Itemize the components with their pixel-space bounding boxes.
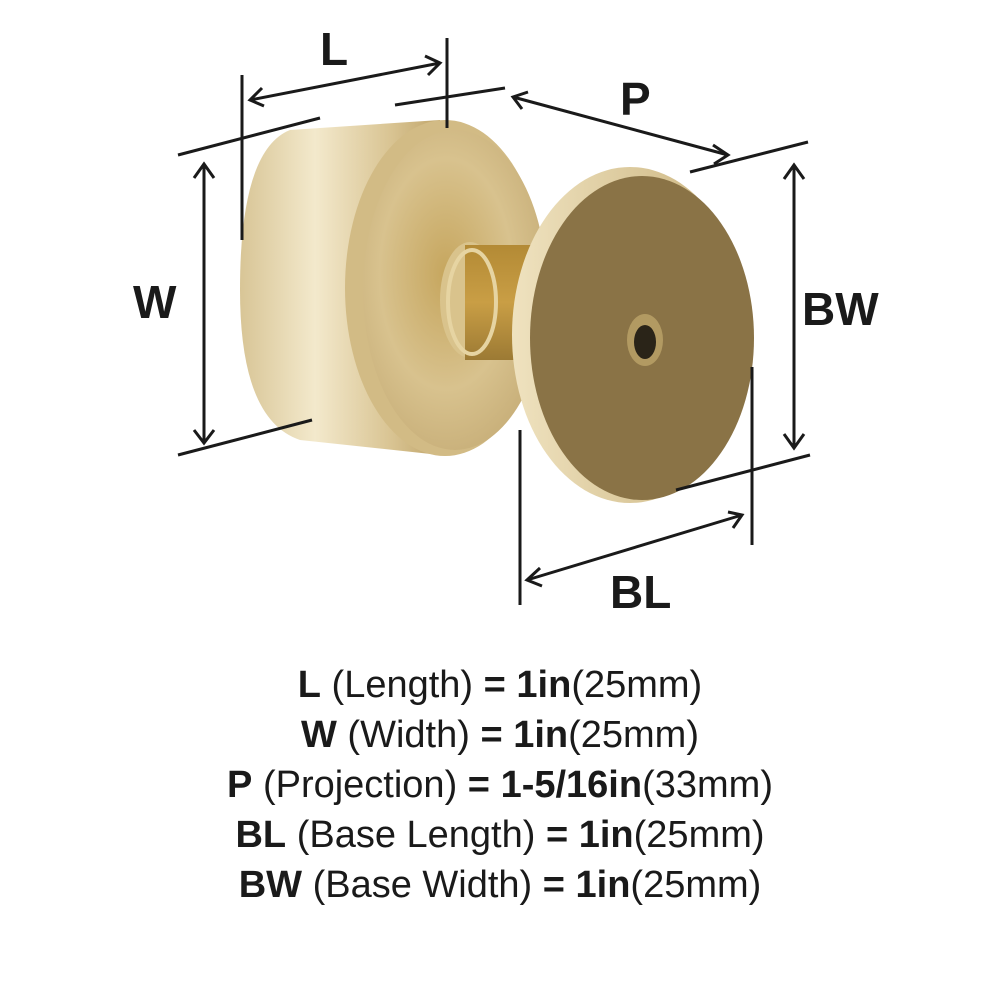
label-length: L <box>320 23 348 75</box>
label-base-length: BL <box>610 566 671 618</box>
spec-imperial: 1in <box>516 664 572 706</box>
spec-imperial: 1-5/16in <box>500 764 643 806</box>
spec-row-base-length: BL (Base Length) = 1in(25mm) <box>0 810 1000 860</box>
spec-equals: = <box>467 764 490 806</box>
spec-abbr: W <box>300 714 337 756</box>
label-projection: P <box>620 73 651 125</box>
spec-imperial: 1in <box>578 814 634 856</box>
spec-row-width: W (Width) = 1in(25mm) <box>0 710 1000 760</box>
spec-name: (Width) <box>347 714 470 756</box>
spec-abbr: P <box>227 764 253 806</box>
spec-equals: = <box>542 864 565 906</box>
spec-row-projection: P (Projection) = 1-5/16in(33mm) <box>0 760 1000 810</box>
spec-abbr: L <box>297 664 321 706</box>
spec-abbr: BW <box>238 864 302 906</box>
spec-imperial: 1in <box>513 714 569 756</box>
screw-hole <box>634 325 656 359</box>
spec-metric: (25mm) <box>571 664 703 706</box>
spec-metric: (25mm) <box>633 814 765 856</box>
spec-metric: (25mm) <box>568 714 699 756</box>
spec-equals: = <box>545 814 569 856</box>
spec-equals: = <box>480 714 503 756</box>
knob-body <box>240 120 547 456</box>
spec-row-base-width: BW (Base Width) = 1in(25mm) <box>0 860 1000 910</box>
spec-abbr: BL <box>235 814 287 856</box>
spec-metric: (33mm) <box>642 764 773 806</box>
dimension-lines <box>177 38 811 605</box>
spec-row-length: L (Length) = 1in(25mm) <box>0 660 1000 710</box>
spec-name: (Length) <box>331 664 474 706</box>
spec-imperial: 1in <box>575 864 631 906</box>
dimension-specs: L (Length) = 1in(25mm) W (Width) = 1in(2… <box>0 660 1000 910</box>
spec-name: (Base Length) <box>296 814 536 856</box>
knob-base <box>512 167 754 503</box>
label-width: W <box>133 276 177 328</box>
knob-dimension-diagram: L W P BW BL <box>133 23 879 618</box>
spec-name: (Projection) <box>262 764 458 806</box>
spec-equals: = <box>483 664 506 706</box>
label-base-width: BW <box>802 283 879 335</box>
spec-name: (Base Width) <box>312 864 533 906</box>
spec-metric: (25mm) <box>630 864 762 906</box>
